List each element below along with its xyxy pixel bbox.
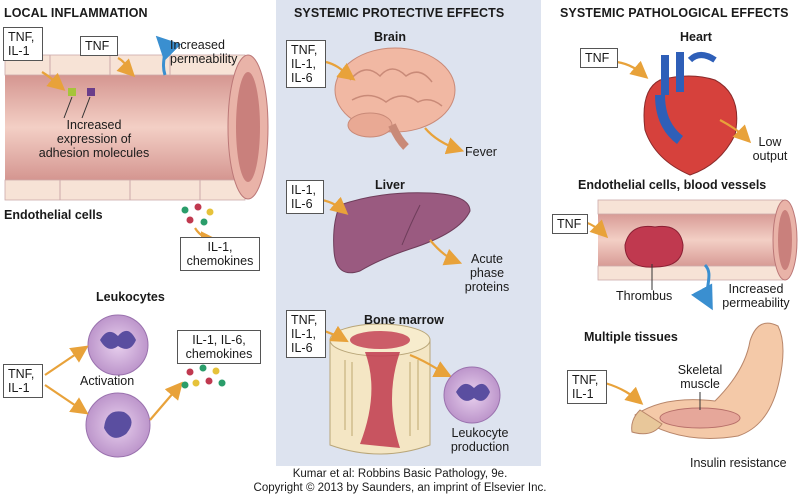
heart-title: Heart	[680, 30, 712, 44]
arrow-icon	[44, 384, 89, 415]
box-tnf: TNF	[80, 36, 118, 56]
arrow-icon	[116, 57, 136, 78]
thrombus-label: Thrombus	[616, 289, 673, 303]
heading-local-inflammation: LOCAL INFLAMMATION	[4, 6, 148, 20]
leukocytes-label: Leukocytes	[96, 290, 165, 304]
box-tnf-il1: TNF,IL-1	[3, 27, 43, 61]
fever-label: Fever	[465, 145, 497, 159]
adhesion-molecule-icon	[87, 88, 95, 96]
box-tnf-il1-leukocytes: TNF,IL-1	[3, 364, 43, 398]
multiple-tissues-title: Multiple tissues	[584, 330, 678, 344]
arm-muscle-icon	[631, 322, 784, 439]
box-il1-il6-chemokines: IL-1, IL-6,chemokines	[177, 330, 261, 364]
heading-systemic-pathological: SYSTEMIC PATHOLOGICAL EFFECTS	[560, 6, 789, 20]
box-endothelial-tnf: TNF	[552, 214, 588, 234]
bone-marrow-icon	[329, 323, 431, 455]
endothelial-blood-vessels-title: Endothelial cells, blood vessels	[578, 178, 767, 192]
box-muscle-cytokines: TNF,IL-1	[567, 370, 607, 404]
arrow-icon	[321, 196, 349, 215]
box-brain-cytokines: TNF,IL-1,IL-6	[286, 40, 326, 88]
cytokine-dots-icon	[181, 364, 226, 389]
heart-icon	[643, 52, 738, 176]
adhesion-molecule-icon	[68, 88, 76, 96]
arrow-icon	[44, 345, 89, 376]
local-vessel	[4, 54, 269, 201]
leukocyte-cell-icon	[85, 392, 151, 458]
arrow-icon	[719, 119, 752, 144]
permeability-arrow-icon	[155, 35, 182, 76]
permeability-arrow-icon	[690, 263, 713, 311]
box-il1-chemokines: IL-1,chemokines	[180, 237, 260, 271]
leukocyte-cell-icon	[443, 366, 501, 424]
insulin-resistance-label: Insulin resistance	[690, 456, 787, 470]
brain-icon	[334, 47, 456, 150]
chemokine-dots-icon	[181, 203, 214, 226]
box-liver-cytokines: IL-1,IL-6	[286, 180, 324, 214]
bone-marrow-title: Bone marrow	[364, 313, 444, 327]
heading-systemic-protective: SYSTEMIC PROTECTIVE EFFECTS	[294, 6, 505, 20]
endothelial-cells-label: Endothelial cells	[4, 208, 103, 222]
arrow-icon	[149, 381, 183, 421]
arrow-icon	[325, 60, 356, 81]
arrow-icon	[429, 239, 463, 266]
thrombus-icon	[624, 225, 684, 268]
liver-title: Liver	[375, 178, 405, 192]
liver-icon	[333, 192, 471, 274]
arrow-icon	[424, 127, 465, 155]
leukocyte-cell-icon	[87, 314, 149, 376]
box-heart-tnf: TNF	[580, 48, 618, 68]
arrow-icon	[604, 381, 644, 405]
box-marrow-cytokines: TNF,IL-1,IL-6	[286, 310, 326, 358]
brain-title: Brain	[374, 30, 406, 44]
credit-line-1: Kumar et al: Robbins Basic Pathology, 9e…	[292, 468, 508, 480]
blood-vessel-icon	[597, 199, 798, 281]
credit-line-2: Copyright © 2013 by Saunders, an imprint…	[253, 482, 547, 494]
arrow-icon	[616, 60, 649, 79]
activation-label: Activation	[80, 374, 135, 388]
arrow-icon	[409, 353, 452, 377]
arrow-icon	[41, 71, 66, 91]
